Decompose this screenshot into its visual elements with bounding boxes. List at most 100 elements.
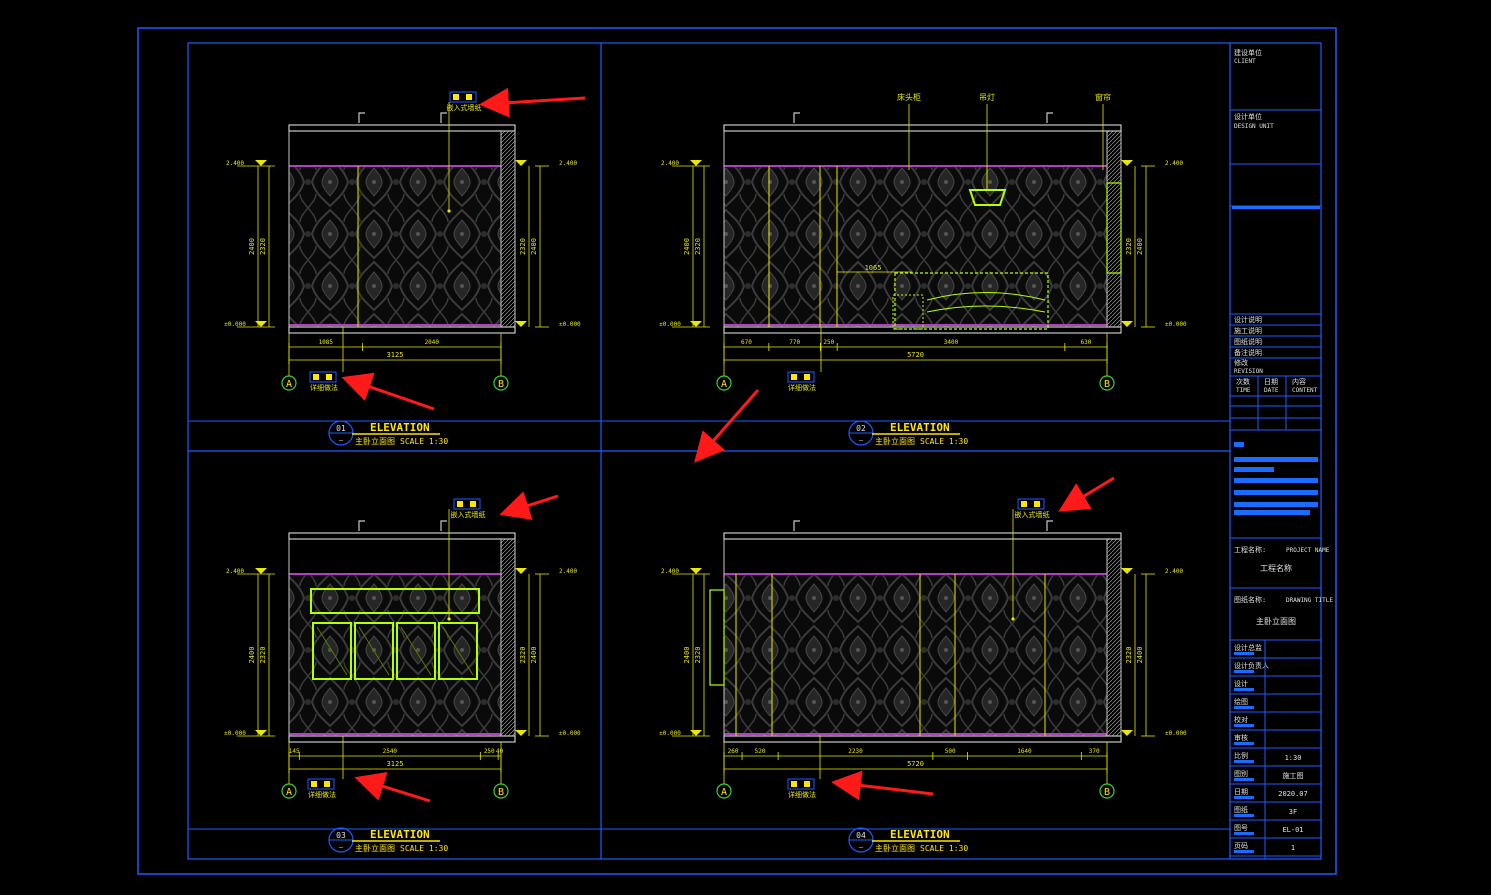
tb-client-label: 建设单位 xyxy=(1234,48,1262,57)
segment-label: 2540 xyxy=(383,748,398,755)
ceiling-hook xyxy=(1046,112,1053,123)
right-height-total: 2400 xyxy=(530,238,538,255)
segment-label: 520 xyxy=(755,748,766,755)
detail-tag-box xyxy=(449,91,477,103)
callout-label: 窗帘 xyxy=(1095,92,1111,102)
caption-number: 01 xyxy=(336,424,346,433)
bottom-tag-label: 详细做法 xyxy=(308,790,336,799)
side-panel xyxy=(709,589,725,686)
bottom-tag-box xyxy=(787,778,815,790)
tb-field-bar xyxy=(1234,742,1254,745)
grid-bubble-grid_right xyxy=(493,375,509,391)
bottom-tag-box xyxy=(307,778,335,790)
grid-label-grid_left: A xyxy=(286,379,292,390)
left-level-top-label: 2.400 xyxy=(661,568,679,575)
right-level-top-label: 2.400 xyxy=(1165,568,1183,575)
detail-tag-mark xyxy=(470,501,476,507)
bottom-tag-mark xyxy=(324,781,330,787)
left-height-inner: 2320 xyxy=(694,238,702,255)
tb-field-bar xyxy=(1234,850,1254,853)
tb-revision-label-en: REVISION xyxy=(1234,368,1263,375)
ceiling-hook xyxy=(793,112,800,123)
tb-field-label: 图号 xyxy=(1234,824,1248,832)
floor-slab xyxy=(288,326,516,334)
segment-label: 770 xyxy=(789,339,800,346)
tb-design-label: 设计单位 xyxy=(1234,112,1262,121)
ceiling-hook xyxy=(1046,520,1053,531)
elevation-02: 床头柜吊灯窗帘10652.400±0.000232024002.400±0.00… xyxy=(659,92,1187,446)
bed-outline xyxy=(894,272,1049,330)
left-level-top-marker xyxy=(690,568,702,574)
tb-info-bar xyxy=(1234,442,1244,447)
caption-scale: SCALE 1:30 xyxy=(400,437,448,446)
tb-blue-band xyxy=(1232,206,1320,209)
left-height-inner: 2320 xyxy=(694,647,702,664)
tb-field-label: 设计 xyxy=(1234,679,1248,688)
total-width-label: 5720 xyxy=(907,351,924,359)
grid-label-grid_right: B xyxy=(1104,379,1110,390)
detail-tag-label: 嵌入式墙纸 xyxy=(451,510,486,519)
left-level-top-marker xyxy=(255,568,267,574)
red-annotation-arrow xyxy=(499,491,559,520)
callout-label: 吊灯 xyxy=(979,92,995,102)
tb-field-label: 比例 xyxy=(1234,751,1248,760)
grid-bubble-grid_right xyxy=(493,783,509,799)
caption-title-en: ELEVATION xyxy=(890,421,950,434)
red-annotation-arrow xyxy=(694,389,760,463)
caption-title-en: ELEVATION xyxy=(890,828,950,841)
grid-label-grid_right: B xyxy=(498,787,504,798)
left-height-total: 2400 xyxy=(683,238,691,255)
right-level-top-label: 2.400 xyxy=(1165,160,1183,167)
segment-label: 1085 xyxy=(319,339,334,346)
window-transom xyxy=(310,588,480,614)
tb-revision-label: 修改 xyxy=(1234,358,1248,367)
left-height-inner: 2320 xyxy=(259,238,267,255)
caption-scale: SCALE 1:30 xyxy=(400,844,448,853)
caption-sub: — xyxy=(339,843,344,851)
tb-drawing-label-en: DRAWING TITLE xyxy=(1286,597,1333,604)
left-level-bottom-marker xyxy=(255,321,267,327)
grid-label-grid_left: A xyxy=(721,379,727,390)
left-height-inner: 2320 xyxy=(259,647,267,664)
caption-number: 02 xyxy=(856,424,866,433)
tb-field-bar xyxy=(1234,652,1254,655)
red-annotation-arrow xyxy=(341,372,435,411)
total-width-label: 5720 xyxy=(907,760,924,768)
caption-title-cn: 主卧立面图 xyxy=(875,436,915,446)
ceiling-slab xyxy=(288,532,516,540)
small-dim-label: 1065 xyxy=(865,264,882,272)
tb-field-bar xyxy=(1234,760,1254,763)
tb-field-value: EL-01 xyxy=(1282,826,1303,834)
bottom-tag-mark xyxy=(791,781,797,787)
tb-client-label-en: CLIENT xyxy=(1234,58,1256,65)
right-level-bottom-marker xyxy=(515,321,527,327)
right-level-top-marker xyxy=(515,568,527,574)
side-wall xyxy=(1106,538,1122,737)
tb-field-value: 3F xyxy=(1289,808,1297,816)
red-annotation-arrow xyxy=(831,770,934,801)
left-level-top-marker xyxy=(690,160,702,166)
right-level-bottom-marker xyxy=(1121,321,1133,327)
tb-field-bar xyxy=(1234,688,1254,691)
tb-rev-header-en: TIME xyxy=(1236,387,1251,394)
segment-label: 40 xyxy=(496,748,504,755)
chandelier xyxy=(968,189,1007,206)
tb-field-bar xyxy=(1234,706,1254,709)
tb-field-label: 审核 xyxy=(1234,733,1248,742)
segment-label: 260 xyxy=(728,748,739,755)
tb-field-label: 校对 xyxy=(1234,715,1248,724)
left-level-bottom-marker xyxy=(255,730,267,736)
floor-slab xyxy=(723,735,1122,743)
total-width-label: 3125 xyxy=(387,760,404,768)
bottom-tag-mark xyxy=(804,374,810,380)
window-glass-line xyxy=(316,626,348,676)
grid-bubble-grid_left xyxy=(716,375,732,391)
wallpaper-field xyxy=(724,166,1107,327)
bed-cushion xyxy=(926,292,1046,313)
caption-number: 03 xyxy=(336,831,346,840)
left-level-bottom-marker xyxy=(690,730,702,736)
caption-number: 04 xyxy=(856,831,866,840)
grid-bubble-grid_right xyxy=(1099,783,1115,799)
